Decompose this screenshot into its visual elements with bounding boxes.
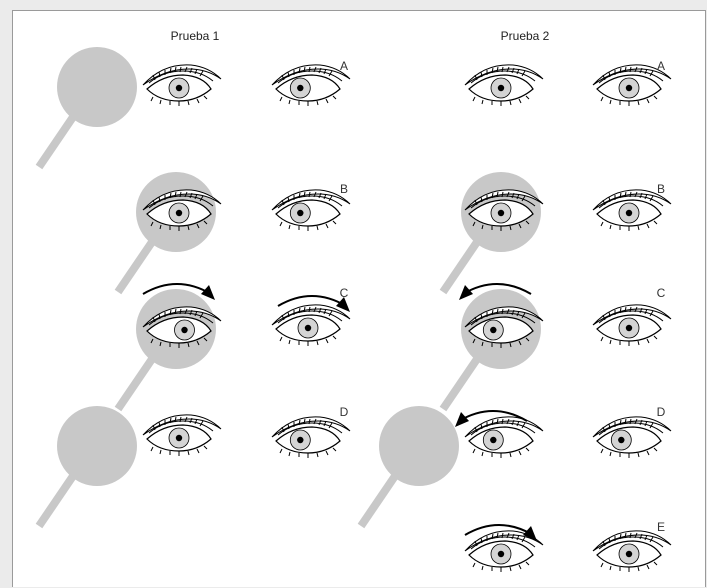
test-2-eye-right-b — [593, 190, 671, 231]
test-2-row-b-label: B — [657, 182, 665, 196]
test-1-eye-right-a — [272, 65, 350, 106]
test-1-row-b-label: B — [340, 182, 348, 196]
test-2-eye-right-c — [593, 305, 671, 346]
test-1-eye-left-d — [143, 415, 221, 456]
test-2-row-c-label: C — [657, 286, 666, 300]
test-2-occluder-d — [361, 406, 459, 526]
test-1-row-a-label: A — [340, 59, 348, 73]
test-2-eye-left-a — [465, 65, 543, 106]
test-1-occluder-d — [39, 406, 137, 526]
test-1-eye-right-b — [272, 190, 350, 231]
test-1-row-d-label: D — [340, 405, 349, 419]
test-1-occluder-b — [118, 172, 216, 292]
test-1-eye-right-d — [272, 417, 350, 458]
test-1-row-c-label: C — [340, 286, 349, 300]
test-2-row-e-label: E — [657, 520, 665, 534]
eye-test-diagram — [13, 11, 707, 588]
test-2-heading: Prueba 2 — [501, 29, 550, 43]
test-1-eye-left-a — [143, 65, 221, 106]
test-2-eye-right-d — [593, 417, 671, 458]
test-1-occluder-a — [39, 47, 137, 167]
test-2-occluder-c — [443, 289, 541, 409]
test-2-row-d-label: D — [657, 405, 666, 419]
test-1-heading: Prueba 1 — [171, 29, 220, 43]
test-1-occluder-c — [118, 289, 216, 409]
test-2-eye-right-e — [593, 531, 671, 572]
test-1-eye-right-c — [272, 305, 350, 346]
eye-test-figure: Prueba 1 Prueba 2 A B C D A B C D E — [12, 10, 706, 587]
test-2-row-a-label: A — [657, 59, 665, 73]
test-2-occluder-b — [443, 172, 541, 292]
test-2-eye-left-d — [465, 417, 543, 458]
